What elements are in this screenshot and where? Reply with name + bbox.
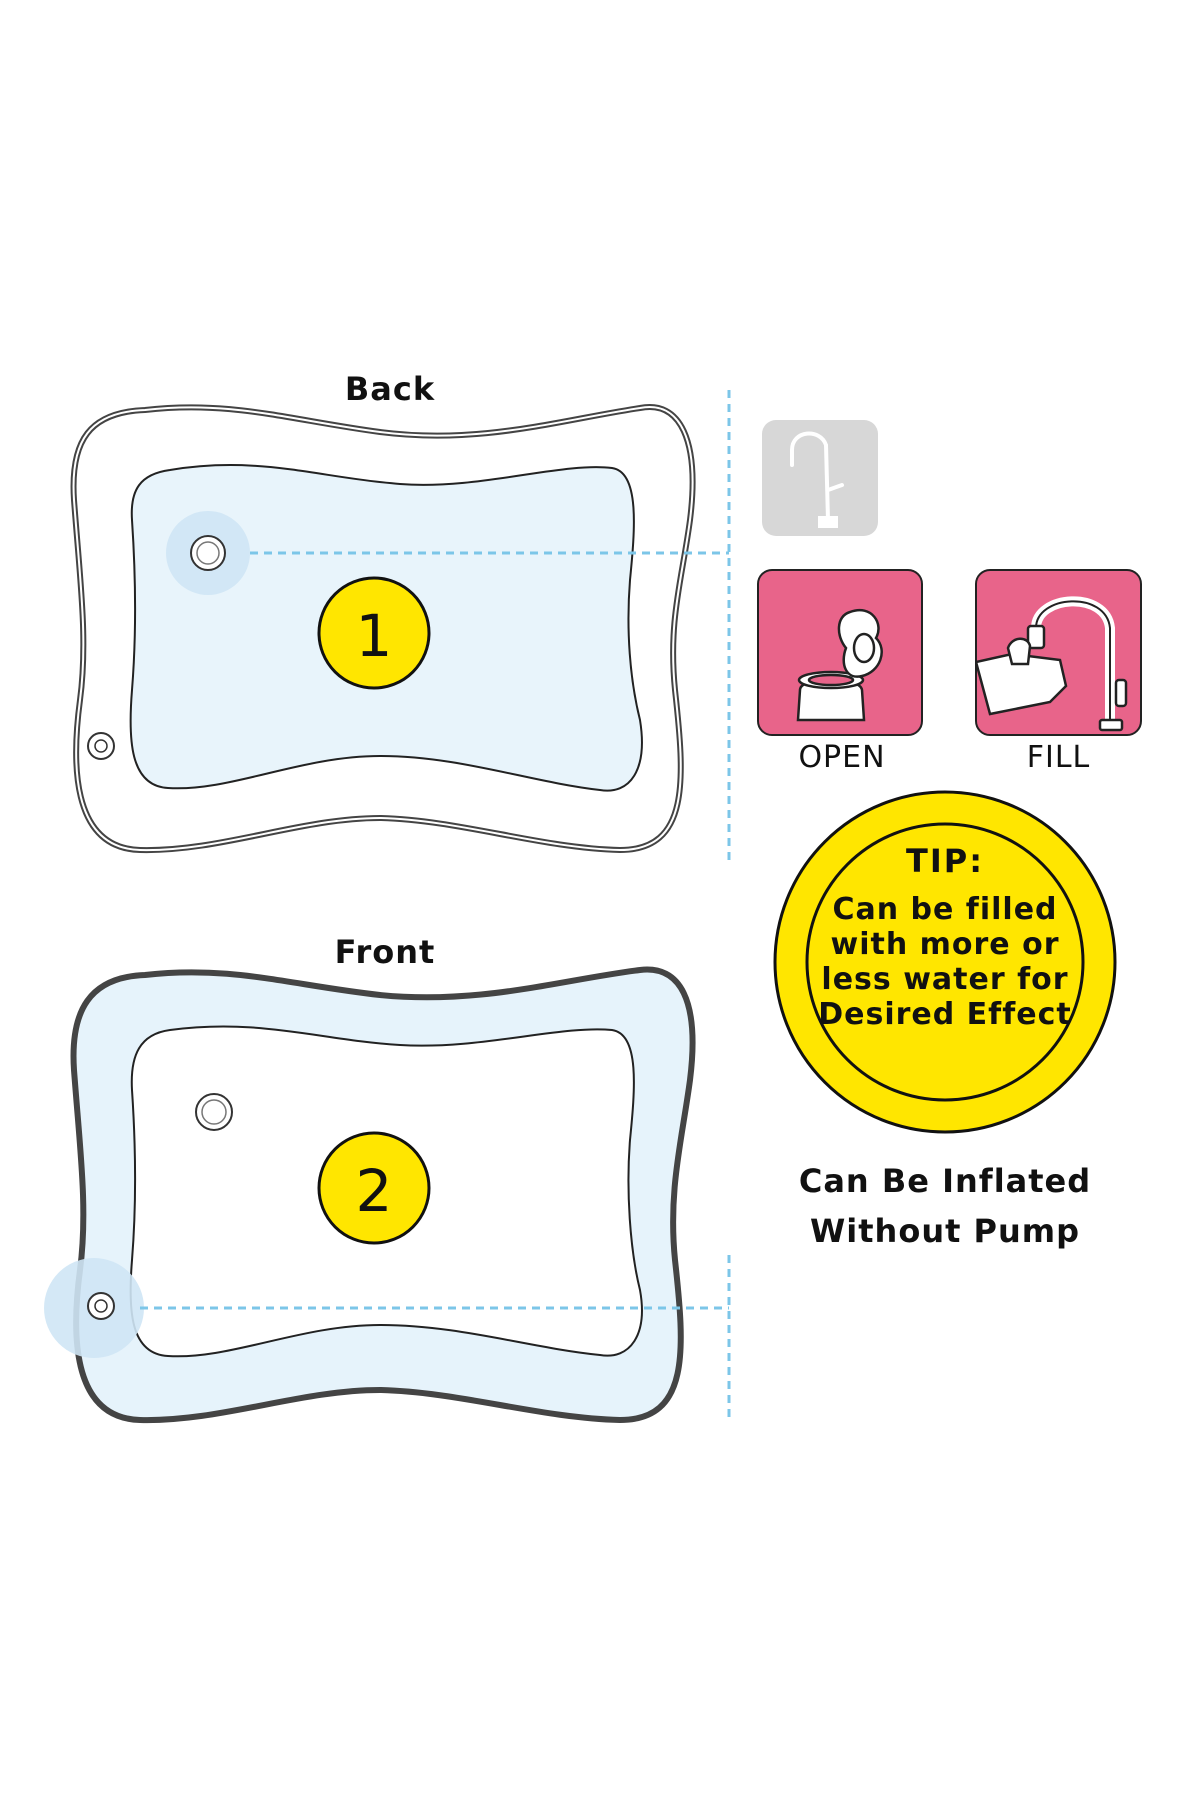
fill-tile bbox=[975, 569, 1142, 736]
back-valve-icon bbox=[190, 535, 226, 571]
faucet-tile bbox=[762, 420, 878, 536]
tip-line-3: less water for bbox=[821, 962, 1069, 997]
front-mat: 2 bbox=[44, 966, 696, 1424]
tip-line-4: Desired Effect bbox=[818, 997, 1072, 1032]
step-1-badge bbox=[317, 576, 431, 690]
faucet-filling-icon bbox=[976, 596, 1128, 732]
open-tile bbox=[757, 569, 923, 736]
faucet-icon bbox=[790, 431, 844, 528]
open-label: OPEN bbox=[798, 740, 886, 775]
back-side-valve-icon bbox=[87, 732, 115, 760]
tip-body: Can be filled with more or less water fo… bbox=[790, 892, 1100, 1032]
fill-label: FILL bbox=[1026, 740, 1091, 775]
tip-line-2: with more or bbox=[830, 927, 1060, 962]
tip-heading: TIP: bbox=[906, 842, 984, 880]
step-2-number: 2 bbox=[356, 1157, 393, 1225]
tip-badge bbox=[773, 790, 1117, 1134]
back-mat: 1 bbox=[70, 404, 696, 854]
tip-line-1: Can be filled bbox=[832, 892, 1058, 927]
back-title: Back bbox=[344, 370, 436, 408]
dashed-guides bbox=[140, 390, 731, 1420]
inflate-note-line2: Without Pump bbox=[809, 1212, 1081, 1250]
front-valve-icon bbox=[195, 1093, 233, 1131]
bottle-cap-icon bbox=[796, 608, 883, 722]
step-1-number: 1 bbox=[356, 602, 393, 670]
front-side-valve-icon bbox=[87, 1292, 115, 1320]
front-title: Front bbox=[334, 933, 436, 971]
inflate-note-line1: Can Be Inflated bbox=[798, 1162, 1092, 1200]
step-2-badge bbox=[317, 1131, 431, 1245]
